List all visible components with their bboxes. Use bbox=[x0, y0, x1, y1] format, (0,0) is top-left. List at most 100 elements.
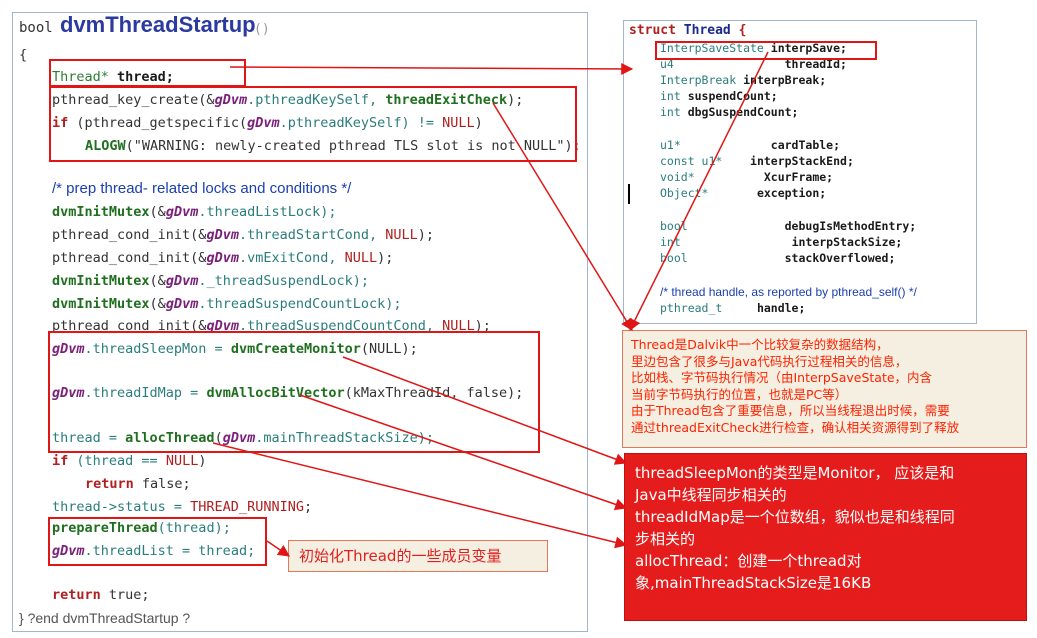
function-return-type: bool bbox=[19, 20, 53, 36]
struct-field: InterpBreak interpBreak; bbox=[660, 72, 826, 88]
code-token: gDvm bbox=[214, 92, 248, 108]
code-line-init-mutex-2: dvmInitMutex(&gDvm._threadSuspendLock); bbox=[52, 272, 369, 290]
struct-field-name: interpBreak; bbox=[743, 73, 827, 87]
code-token: allocThread bbox=[125, 430, 215, 446]
struct-field-name: XcurFrame; bbox=[763, 170, 834, 184]
code-token: (thread == bbox=[68, 453, 166, 469]
struct-field-name: exception; bbox=[756, 186, 827, 200]
code-token: ("WARNING: newly-created pthread TLS slo… bbox=[125, 138, 581, 154]
note-thread-description: Thread是Dalvik中一个比较复杂的数据结构，里边包含了很多与Java代码… bbox=[622, 330, 1027, 448]
arrow-prepare-to-note bbox=[266, 540, 290, 557]
code-token: ); bbox=[507, 92, 524, 108]
struct-field: void* XcurFrame; bbox=[660, 169, 833, 185]
code-token: ); bbox=[417, 227, 435, 243]
text-cursor bbox=[628, 184, 630, 204]
struct-field-name: handle; bbox=[756, 301, 806, 315]
code-token: Thread* bbox=[52, 69, 118, 85]
arrow-alloc-to-note bbox=[212, 442, 628, 549]
code-token: ) bbox=[474, 115, 483, 131]
function-parens: () bbox=[254, 22, 270, 37]
highlight-key-create-block bbox=[49, 86, 577, 162]
arrow-exitcheck-to-note bbox=[492, 102, 633, 332]
note-line: 当前字节码执行的位置，也就是PC等） bbox=[631, 386, 848, 402]
struct-field-type: pthread_t bbox=[660, 301, 757, 315]
code-token: dvmInitMutex bbox=[52, 296, 150, 312]
code-line-thread-decl: Thread* thread; bbox=[52, 68, 174, 86]
note-line: 由于Thread包含了重要信息，所以当线程退出时候，需要 bbox=[631, 403, 950, 418]
struct-field-type: bool bbox=[660, 219, 785, 233]
code-token: gDvm bbox=[52, 385, 85, 401]
code-token: pthread_cond_init(& bbox=[52, 318, 207, 334]
code-panel bbox=[12, 12, 588, 632]
code-line-alloc-thread: thread = allocThread(gDvm.mainThreadStac… bbox=[52, 429, 434, 447]
code-line-cond-init-3: pthread_cond_init(&gDvm.threadSuspendCou… bbox=[52, 317, 491, 335]
note-line: threadIdMap是一个位数组，貌似也是和线程同 bbox=[635, 508, 955, 526]
code-token: (& bbox=[149, 204, 166, 220]
code-token: threadExitCheck bbox=[385, 92, 508, 108]
code-token: NULL bbox=[442, 318, 475, 334]
code-token: gDvm bbox=[206, 250, 239, 266]
code-line-return-false: return false; bbox=[85, 475, 191, 493]
code-token: dvmAllocBitVector bbox=[206, 385, 345, 401]
code-token: gDvm bbox=[247, 115, 280, 131]
arrow-monitor-to-note bbox=[342, 356, 628, 465]
struct-field-handle: pthread_t handle; bbox=[660, 300, 805, 316]
code-token: if bbox=[52, 115, 69, 131]
struct-field-name: interpStackSize; bbox=[791, 235, 903, 249]
code-token: .vmExitCond, bbox=[238, 250, 345, 266]
code-token: pthread_cond_init(& bbox=[52, 250, 207, 266]
code-line-init-mutex-1: dvmInitMutex(&gDvm.threadListLock); bbox=[52, 203, 337, 221]
code-token: dvmCreateMonitor bbox=[230, 341, 361, 357]
code-token: (pthread_getspecific( bbox=[68, 115, 248, 131]
code-line-alogw: ALOGW("WARNING: newly-created pthread TL… bbox=[85, 137, 581, 155]
note-init-members: 初始化Thread的一些成员变量 bbox=[288, 540, 548, 572]
note-line: allocThread：创建一个thread对 bbox=[635, 552, 862, 570]
code-token: gDvm bbox=[206, 227, 239, 243]
code-token: ); bbox=[474, 318, 491, 334]
code-token: THREAD_RUNNING bbox=[190, 499, 304, 515]
code-line-status: thread->status = THREAD_RUNNING; bbox=[52, 498, 312, 516]
struct-field-type: u4 bbox=[660, 57, 785, 71]
struct-header: struct Thread { bbox=[629, 23, 746, 39]
note-line: Java中线程同步相关的 bbox=[635, 486, 787, 504]
code-token: .threadList = thread; bbox=[84, 543, 256, 559]
code-token: return bbox=[85, 476, 134, 492]
code-token: gDvm bbox=[165, 296, 199, 312]
note-line: 通过threadExitCheck进行检查，确认相关资源得到了释放 bbox=[631, 419, 960, 435]
note-line: threadSleepMon的类型是Monitor， 应该是和 bbox=[635, 464, 955, 482]
code-token: .threadListLock); bbox=[198, 204, 337, 220]
struct-field: int suspendCount; bbox=[660, 88, 778, 104]
code-token: NULL bbox=[442, 115, 475, 131]
struct-field-type: u1* bbox=[660, 138, 771, 152]
struct-brace: { bbox=[730, 23, 747, 38]
code-token: .threadIdMap = bbox=[84, 385, 207, 401]
code-token: (& bbox=[149, 273, 166, 289]
code-token: false; bbox=[133, 476, 191, 492]
code-token: if bbox=[52, 453, 69, 469]
struct-field-name: stackOverflowed; bbox=[784, 251, 896, 265]
note-line: 步相关的 bbox=[635, 530, 696, 548]
struct-field-name: cardTable; bbox=[770, 138, 841, 152]
struct-field: InterpSaveState interpSave; bbox=[660, 40, 847, 56]
code-token: (NULL); bbox=[360, 341, 418, 357]
code-token: .pthreadKeySelf, bbox=[247, 92, 386, 108]
struct-field-type: const u1* bbox=[660, 154, 751, 168]
code-token: ._threadSuspendLock); bbox=[198, 273, 370, 289]
code-token: .threadStartCond, bbox=[238, 227, 386, 243]
code-line-bit-vector: gDvm.threadIdMap = dvmAllocBitVector(kMa… bbox=[52, 384, 523, 402]
code-token: .pthreadKeySelf) != bbox=[279, 115, 443, 131]
code-comment-prep: /* prep thread- related locks and condit… bbox=[52, 180, 352, 197]
note-monitor-description: threadSleepMon的类型是Monitor， 应该是和 Java中线程同步… bbox=[624, 453, 1027, 621]
struct-field-type: InterpSaveState bbox=[660, 41, 771, 55]
note-line: 象,mainThreadStackSize是16KB bbox=[635, 574, 872, 592]
code-token: .threadSleepMon = bbox=[84, 341, 231, 357]
code-line-if-null: if (thread == NULL) bbox=[52, 452, 206, 470]
struct-comment: /* thread handle, as reported by pthread… bbox=[660, 285, 917, 299]
code-token: thread = bbox=[52, 430, 126, 446]
code-token: gDvm bbox=[222, 430, 256, 446]
code-token: ( bbox=[214, 430, 223, 446]
code-line-thread-list: gDvm.threadList = thread; bbox=[52, 542, 255, 560]
struct-field-name: threadId; bbox=[784, 57, 847, 71]
struct-field: int dbgSuspendCount; bbox=[660, 104, 798, 120]
